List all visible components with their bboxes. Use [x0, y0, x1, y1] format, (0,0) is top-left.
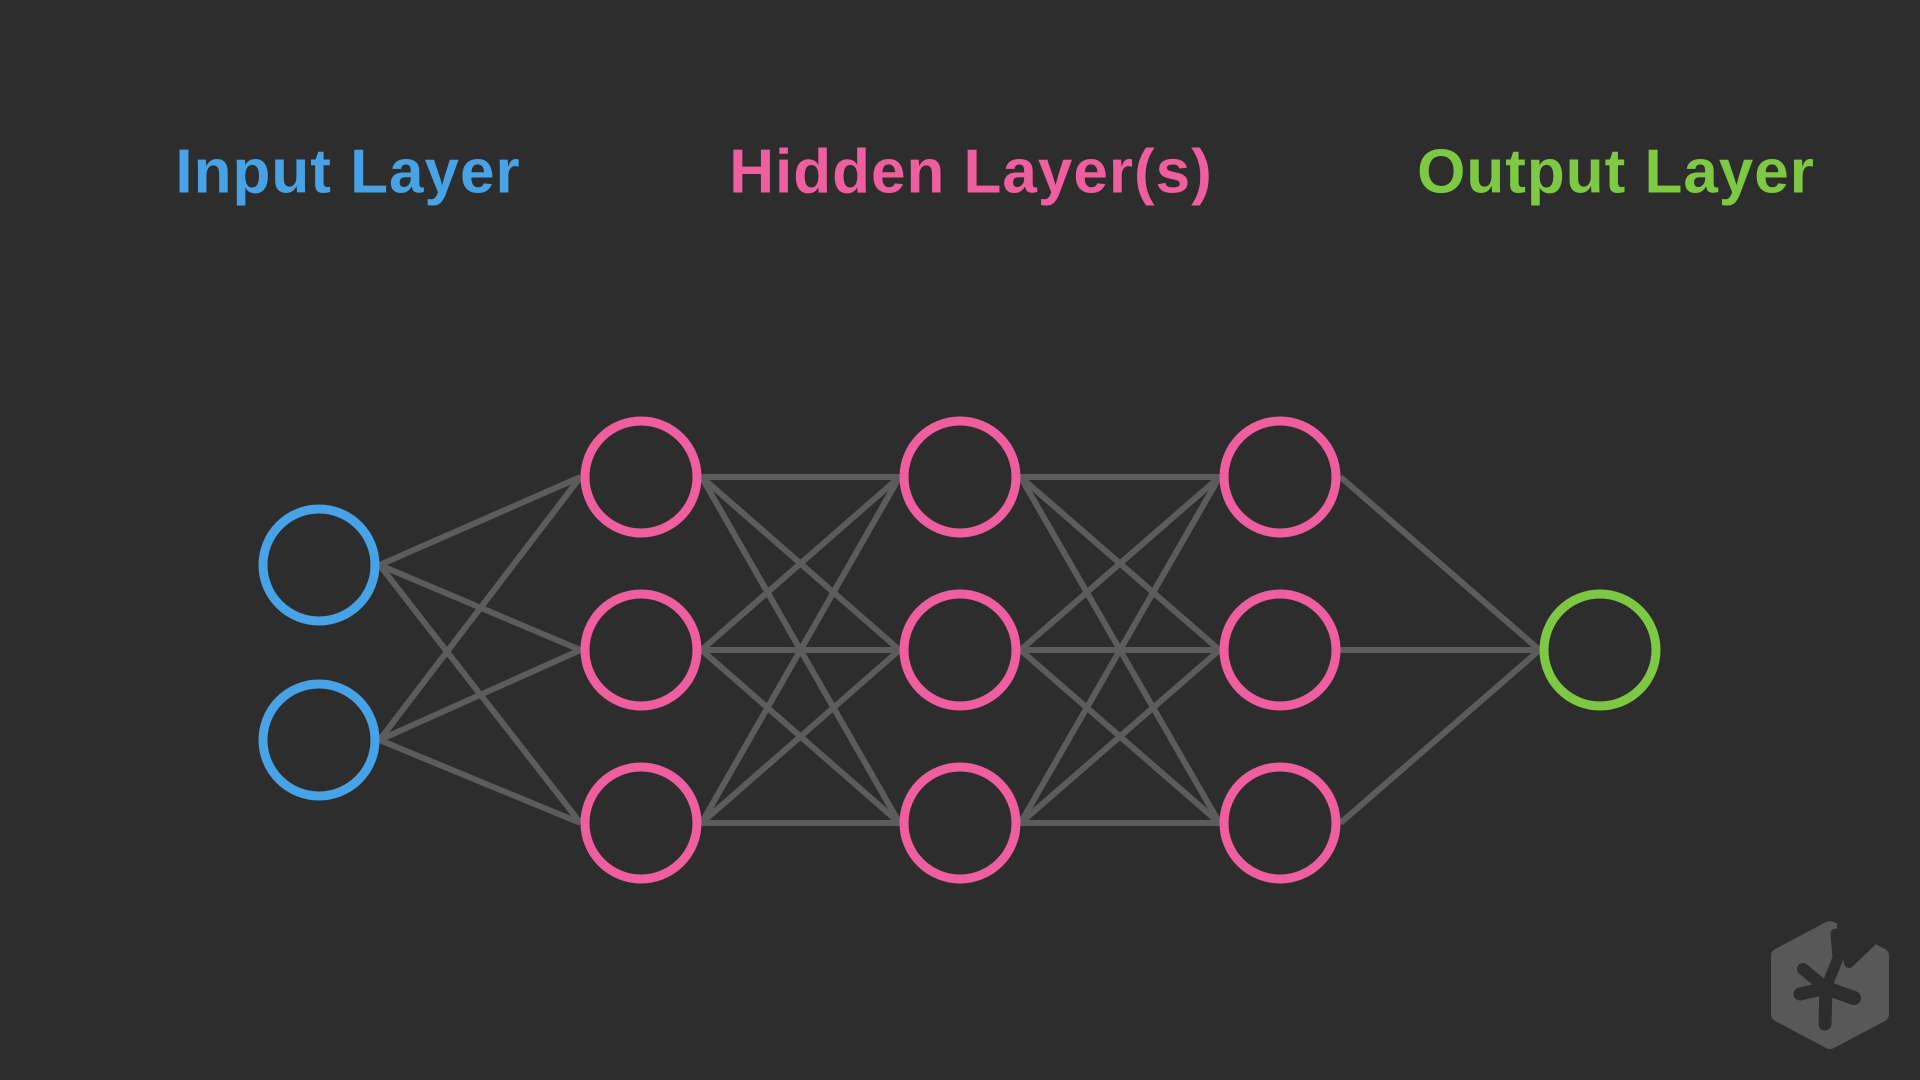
edge-hidden-2-3-to-hidden-3-1	[1017, 475, 1223, 825]
logo-tree-notch	[1837, 921, 1876, 968]
nodes-layer	[258, 416, 1661, 884]
edge-hidden-1-3-to-hidden-2-1	[698, 475, 903, 825]
edges-layer	[377, 474, 1542, 826]
edge-hidden-2-2-to-hidden-3-1	[1018, 474, 1222, 653]
output-node-1	[1539, 589, 1661, 711]
hidden-1-node-2	[580, 589, 702, 711]
hidden-2-node-1	[899, 416, 1021, 538]
edge-input-2-to-hidden-1-1	[377, 475, 583, 742]
edge-hidden-3-1-to-output-1	[1338, 474, 1542, 653]
edge-hidden-1-2-to-hidden-2-1	[699, 474, 902, 653]
hidden-1-node-1	[580, 416, 702, 538]
input-node-1	[258, 504, 380, 626]
edge-hidden-3-3-to-output-1	[1338, 647, 1542, 826]
output-layer-title: Output Layer	[1417, 137, 1815, 207]
hidden-3-node-3	[1219, 762, 1341, 884]
edge-input-1-to-hidden-1-1	[378, 474, 582, 568]
input-layer-title: Input Layer	[175, 137, 521, 207]
treehouse-logo-icon	[1771, 921, 1889, 1049]
hidden-layer-title: Hidden Layer(s)	[729, 137, 1213, 207]
hidden-3-node-2	[1219, 589, 1341, 711]
logo-tree-cutout	[1793, 928, 1861, 1031]
hidden-2-node-3	[899, 762, 1021, 884]
hidden-2-node-2	[899, 589, 1021, 711]
edge-hidden-2-3-to-hidden-3-2	[1018, 647, 1222, 826]
input-node-2	[258, 679, 380, 801]
edge-input-2-to-hidden-1-2	[378, 647, 582, 743]
hidden-3-node-1	[1219, 416, 1341, 538]
hidden-1-node-3	[580, 762, 702, 884]
edge-input-2-to-hidden-1-3	[378, 737, 582, 826]
edge-hidden-1-3-to-hidden-2-2	[699, 647, 902, 826]
